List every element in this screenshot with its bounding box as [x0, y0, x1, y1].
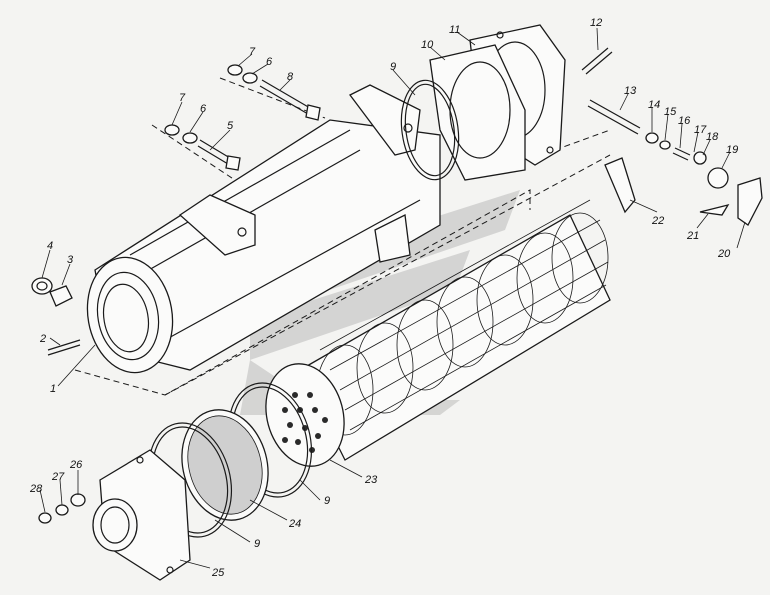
- callout-9a: 9: [390, 61, 396, 73]
- small-parts-left: [31, 277, 86, 524]
- callout-6b: 6: [266, 56, 273, 68]
- callout-12: 12: [590, 17, 602, 29]
- callout-7a: 7: [179, 92, 186, 104]
- end-cover-bottom: [92, 449, 191, 581]
- callout-16: 16: [678, 115, 691, 127]
- callout-20: 20: [717, 248, 731, 260]
- leader-lines: [39, 27, 746, 569]
- callout-19: 19: [726, 144, 738, 156]
- callout-9c: 9: [254, 538, 260, 550]
- callout-22: 22: [651, 215, 664, 227]
- o-ring-9-top: [400, 79, 460, 181]
- callout-labels: 1 2 3 4 5 6 6 7 7 8 9 9 9 10 11 12 13 14…: [29, 17, 738, 579]
- callout-6a: 6: [200, 103, 207, 115]
- small-parts-right: [581, 47, 763, 226]
- callout-11: 11: [449, 24, 460, 36]
- mesh-screen-24: [181, 409, 269, 521]
- callout-2: 2: [39, 333, 46, 345]
- callout-28: 28: [29, 483, 43, 495]
- callout-5: 5: [227, 120, 234, 132]
- callout-26: 26: [69, 459, 83, 471]
- callout-9b: 9: [324, 495, 330, 507]
- callout-21: 21: [686, 230, 699, 242]
- housing-body: [86, 84, 441, 374]
- callout-3: 3: [67, 254, 74, 266]
- callout-18: 18: [706, 131, 719, 143]
- callout-14: 14: [648, 99, 660, 111]
- callout-27: 27: [51, 471, 65, 483]
- callout-10: 10: [421, 39, 434, 51]
- filter-element: [265, 199, 611, 467]
- callout-7b: 7: [249, 46, 256, 58]
- callout-23: 23: [364, 474, 378, 486]
- callout-17: 17: [694, 124, 707, 136]
- callout-1: 1: [50, 383, 56, 395]
- callout-15: 15: [664, 106, 677, 118]
- callout-4: 4: [47, 240, 53, 252]
- callout-13: 13: [624, 85, 637, 97]
- callout-25: 25: [211, 567, 225, 579]
- callout-8: 8: [287, 71, 294, 83]
- bolts-top-left: [164, 64, 321, 171]
- callout-24: 24: [288, 518, 301, 530]
